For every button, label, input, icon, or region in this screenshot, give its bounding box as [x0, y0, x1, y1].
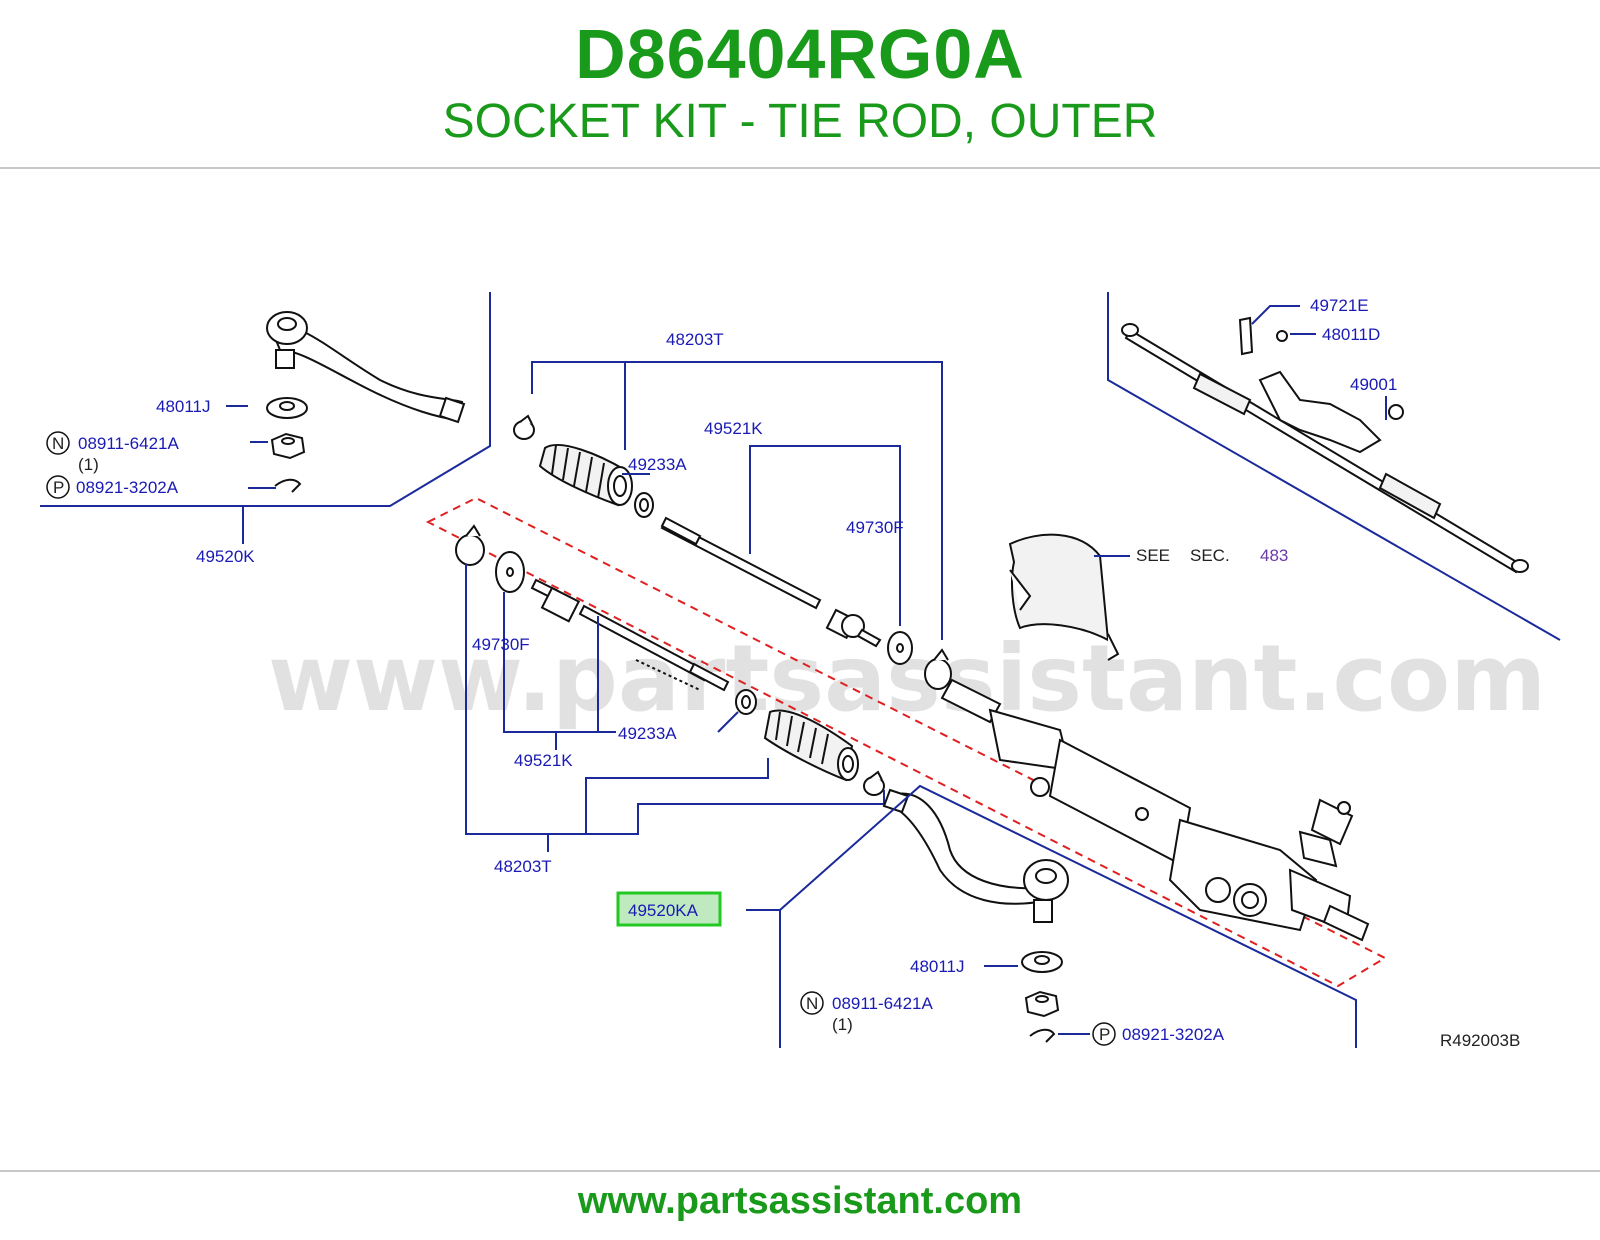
bracket-48203T-boot: [585, 758, 769, 834]
label-nut-bottom-qty: (1): [832, 1015, 853, 1034]
label-pin-top[interactable]: 08921-3202A: [76, 478, 179, 497]
label-49520K[interactable]: 49520K: [196, 547, 255, 566]
part-number-title: D86404RG0A: [575, 15, 1025, 93]
clamp-lower-left[interactable]: [455, 524, 485, 566]
washer-49730F-right[interactable]: [887, 631, 913, 665]
diagram-reference-code: R492003B: [1440, 1031, 1520, 1050]
assembly-dashed-outline: [425, 496, 1388, 988]
nut-49233A-lower[interactable]: [735, 689, 757, 715]
part-description: SOCKET KIT - TIE ROD, OUTER: [442, 95, 1158, 148]
clamp-upper-right[interactable]: [924, 648, 952, 690]
label-48011D[interactable]: 48011D: [1322, 325, 1380, 344]
label-nut-top-qty: (1): [78, 455, 99, 474]
label-see: SEE: [1136, 546, 1170, 565]
label-48203T-bottom[interactable]: 48203T: [494, 857, 552, 876]
label-49233A-mid[interactable]: 49233A: [618, 724, 677, 743]
steering-rack-overview[interactable]: [1121, 316, 1529, 574]
label-49001[interactable]: 49001: [1350, 375, 1397, 394]
footer-website-link[interactable]: www.partsassistant.com: [577, 1180, 1023, 1222]
washer-49730F-left[interactable]: [495, 551, 525, 593]
label-pin-bottom[interactable]: 08921-3202A: [1122, 1025, 1225, 1044]
cotter-pin-bottom[interactable]: [1029, 1028, 1056, 1043]
label-49521K-mid[interactable]: 49521K: [514, 751, 573, 770]
parts-diagram: www.partsassistant.com 48011J N 08911-64…: [40, 292, 1561, 1050]
p-callout-circle-bottom: [1092, 1022, 1116, 1046]
label-48203T-top[interactable]: 48203T: [666, 330, 724, 349]
bracket-48203T-bottom: [465, 564, 885, 835]
label-49520KA-highlighted[interactable]: 49520KA: [628, 901, 699, 920]
bracket-49520K: [40, 292, 491, 507]
label-49521K-top[interactable]: 49521K: [704, 419, 763, 438]
outer-tie-rod-end-top[interactable]: [266, 311, 466, 424]
bracket-overview: [1107, 292, 1561, 641]
n-callout-circle-top: [46, 431, 70, 455]
inner-tie-rod-lower[interactable]: [530, 578, 730, 692]
p-callout-letter-bottom: P: [1099, 1025, 1110, 1044]
n-callout-letter-bottom: N: [806, 994, 818, 1013]
bracket-49521K-top: [749, 445, 901, 626]
label-48011J-top[interactable]: 48011J: [156, 397, 211, 416]
label-48011J-bottom[interactable]: 48011J: [910, 957, 965, 976]
inner-tie-rod-upper[interactable]: [660, 516, 882, 648]
label-sec: SEC.: [1190, 546, 1230, 565]
washer-48011J-bottom[interactable]: [1021, 951, 1063, 973]
footer-divider: [0, 1170, 1600, 1172]
label-49730F-right[interactable]: 49730F: [846, 518, 904, 537]
bracket-48203T-top: [531, 361, 943, 640]
cotter-pin-top[interactable]: [274, 478, 302, 493]
bracket-49521K-mid: [503, 592, 599, 733]
clamp-upper-left[interactable]: [513, 414, 535, 440]
clamp-lower-right[interactable]: [863, 770, 885, 796]
washer-48011J-top[interactable]: [266, 397, 308, 419]
bracket-49520KA: [779, 784, 1357, 1048]
nut-49233A-upper[interactable]: [634, 492, 654, 518]
leader-49721E: [1251, 305, 1300, 325]
label-nut-bottom[interactable]: 08911-6421A: [832, 994, 933, 1013]
link-section-483[interactable]: 483: [1260, 546, 1288, 565]
steering-gear-housing[interactable]: [940, 678, 1370, 942]
header-divider: [0, 167, 1600, 169]
p-callout-circle-top: [46, 475, 70, 499]
outer-tie-rod-end-bottom[interactable]: [882, 788, 1069, 923]
nut-08911-bottom[interactable]: [1024, 990, 1060, 1018]
label-49721E[interactable]: 49721E: [1310, 296, 1369, 315]
highlight-box-49520KA: [616, 891, 722, 927]
boot-lower[interactable]: [763, 709, 859, 782]
label-nut-top[interactable]: 08911-6421A: [78, 434, 179, 453]
n-callout-circle-bottom: [800, 991, 824, 1015]
p-callout-letter-top: P: [53, 478, 64, 497]
label-49730F-left[interactable]: 49730F: [472, 635, 530, 654]
label-49233A-upper[interactable]: 49233A: [628, 455, 687, 474]
boot-upper[interactable]: [538, 444, 633, 507]
n-callout-letter-top: N: [52, 434, 64, 453]
leader-49233A-mid-b: [717, 711, 739, 733]
nut-08911-top[interactable]: [270, 432, 306, 460]
heat-shield-cover[interactable]: [1008, 533, 1120, 661]
header: D86404RG0A SOCKET KIT - TIE ROD, OUTER: [0, 0, 1600, 168]
